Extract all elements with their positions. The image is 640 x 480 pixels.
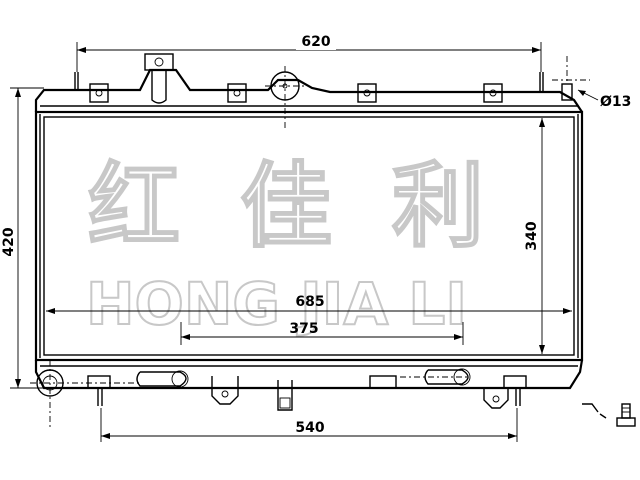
dim-label-core-height: 340 [524,221,540,250]
dim-top-width: 620 [76,34,542,72]
watermark: 红佳利 HONG JIA LI [85,152,544,339]
bottom-bracket-2 [369,375,397,389]
core-inner [43,116,575,356]
cooler-pipe-right [424,369,469,385]
top-bracket-3 [357,83,377,103]
bottom-foot-1 [211,376,239,405]
bottom-tank-outline [34,359,584,390]
dim-pipe-diameter: Ø13 [577,89,631,110]
core-outline [34,110,584,362]
top-bracket-2 [227,83,247,103]
bottom-bracket-1 [87,375,111,389]
top-tank [34,53,590,130]
dim-height: 420 [1,87,44,389]
dim-core-height: 340 [524,118,545,354]
dim-label-inner-width: 375 [289,321,318,337]
dim-label-height: 420 [1,227,17,256]
bottom-drain [277,380,293,411]
bottom-foot-2 [483,388,509,409]
dim-core-width: 685 [46,294,572,314]
watermark-chinese: 红佳利 [88,153,544,260]
small-pipe [561,83,573,101]
top-bracket-4 [483,83,503,103]
dim-label-bottom-width: 540 [295,420,324,436]
dim-label-core-width: 685 [295,294,324,310]
dim-label-top-width: 620 [301,34,330,50]
drain-plug-detail [582,403,636,427]
dim-inner-width: 375 [180,321,464,345]
bottom-bracket-3 [503,375,527,389]
filler-cap [144,53,174,71]
dim-bottom-width: 540 [100,408,518,442]
top-bracket-1 [89,83,109,103]
watermark-latin: HONG JIA LI [86,270,467,338]
cooler-pipe-left [136,371,187,387]
dim-label-pipe-diameter: Ø13 [600,94,631,110]
bottom-tank [30,359,584,430]
radiator-core [34,110,584,362]
